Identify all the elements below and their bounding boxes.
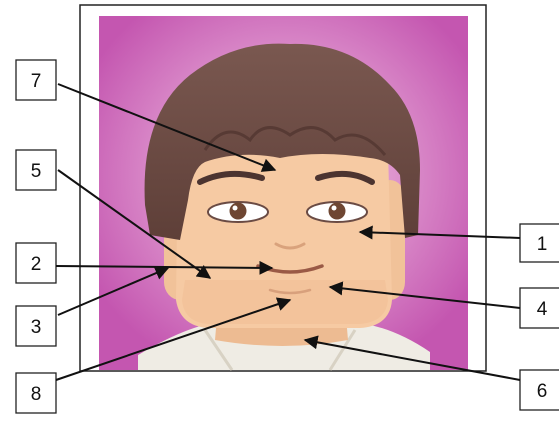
label-6-text: 6 (537, 381, 548, 402)
label-2-text: 2 (31, 254, 42, 275)
label-4-text: 4 (537, 299, 548, 320)
label-8: 8 (16, 373, 56, 413)
label-1: 1 (520, 224, 559, 262)
label-4: 4 (520, 288, 559, 328)
label-5-text: 5 (31, 161, 42, 182)
label-7: 7 (16, 60, 56, 100)
label-3-text: 3 (31, 317, 42, 338)
label-6: 6 (520, 370, 559, 410)
label-8-text: 8 (31, 384, 42, 405)
label-7-text: 7 (31, 71, 42, 92)
label-5: 5 (16, 150, 56, 190)
label-2: 2 (16, 243, 56, 283)
label-3: 3 (16, 306, 56, 346)
label-1-text: 1 (537, 234, 548, 255)
